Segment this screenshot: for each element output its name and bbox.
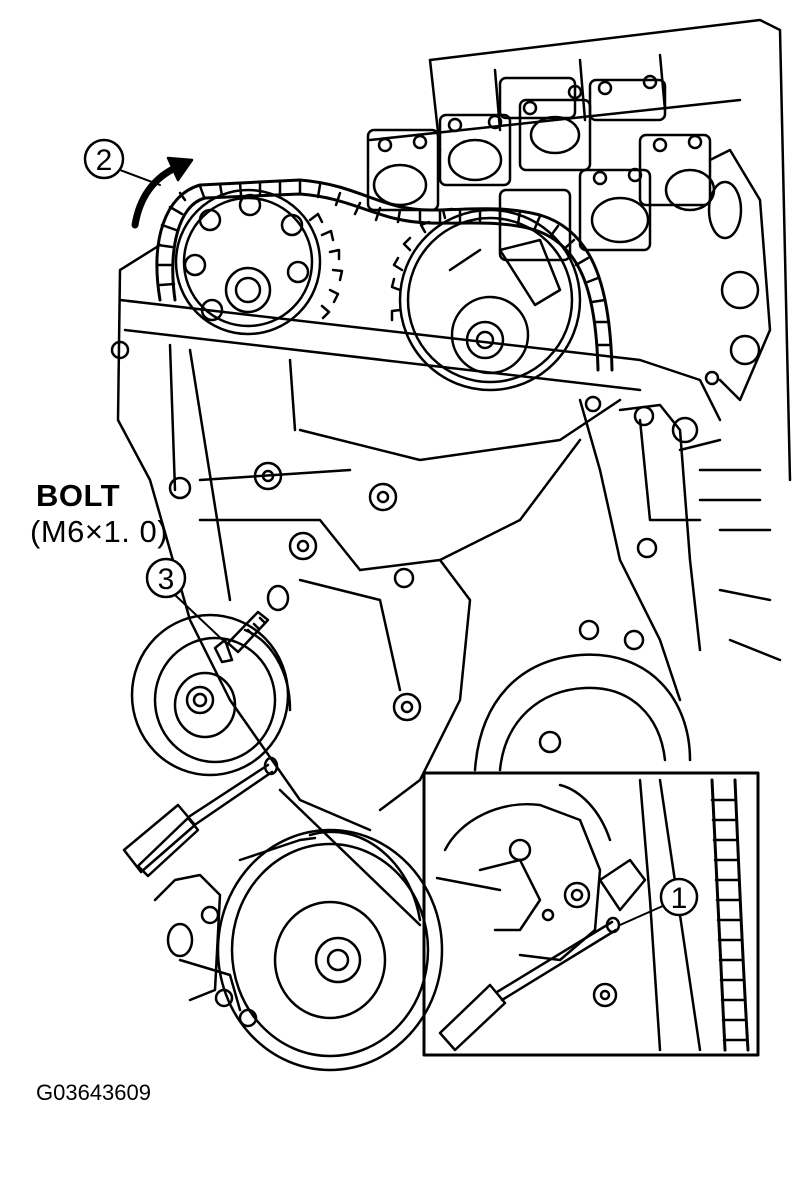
- crankshaft-pulley: [216, 828, 444, 1072]
- cylinder-head: [366, 18, 792, 482]
- bolt-label: BOLT: [36, 478, 121, 513]
- cover-bolts: [110, 340, 720, 722]
- bolt-m6: [174, 584, 290, 664]
- engine-block-lower-left: [153, 873, 258, 1028]
- figure-id: G03643609: [36, 1080, 151, 1105]
- timing-chain: [155, 178, 614, 372]
- screwdriver-main: [122, 756, 422, 927]
- rotation-arrow: [119, 156, 194, 229]
- callout-1-number: 1: [671, 882, 688, 915]
- timing-cover: [116, 243, 782, 832]
- callout-3: 3: [145, 557, 187, 599]
- inset-detail: [422, 771, 760, 1057]
- callout-2-number: 2: [96, 144, 113, 177]
- exhaust-cam-sprocket: [174, 188, 344, 336]
- callout-1: 1: [659, 877, 699, 917]
- water-pump-pulley: [473, 653, 692, 772]
- idler-pulley: [130, 613, 292, 777]
- callout-3-number: 3: [158, 563, 175, 596]
- bolt-spec-label: (M6×1. 0): [30, 514, 169, 549]
- callout-2: 2: [83, 138, 125, 180]
